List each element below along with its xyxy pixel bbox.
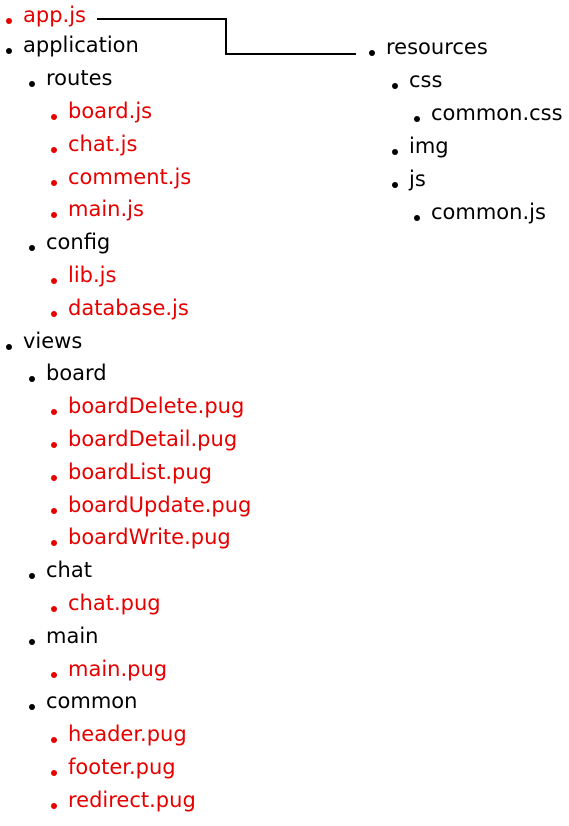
bullet-icon	[392, 83, 398, 89]
bullet-icon	[51, 508, 57, 514]
bullet-icon	[51, 147, 57, 153]
bullet-icon	[29, 639, 35, 645]
bullet-icon	[6, 344, 12, 350]
bullet-icon	[51, 278, 57, 284]
bullet-icon	[51, 737, 57, 743]
bullet-icon	[51, 114, 57, 120]
bullet-icon	[51, 212, 57, 218]
bullet-icon	[51, 672, 57, 678]
bullet-icon	[6, 48, 12, 54]
bullet-icon	[414, 116, 420, 122]
bullet-icon	[51, 540, 57, 546]
bullet-icon	[51, 442, 57, 448]
bullet-icon	[6, 18, 12, 24]
bullet-icon	[29, 573, 35, 579]
bullet-icon	[29, 245, 35, 251]
bullet-icon	[29, 704, 35, 710]
bullet-icon	[51, 409, 57, 415]
bullet-icon	[29, 81, 35, 87]
bullet-icon	[29, 376, 35, 382]
bullet-icon	[369, 50, 375, 56]
bullet-icon	[414, 215, 420, 221]
bullet-icon	[51, 311, 57, 317]
bullet-icon	[51, 475, 57, 481]
bullet-icon	[51, 770, 57, 776]
bullet-icon	[51, 803, 57, 809]
bullet-icon	[51, 606, 57, 612]
bullet-icon	[392, 182, 398, 188]
bullet-icon	[51, 180, 57, 186]
bullet-icon	[392, 149, 398, 155]
